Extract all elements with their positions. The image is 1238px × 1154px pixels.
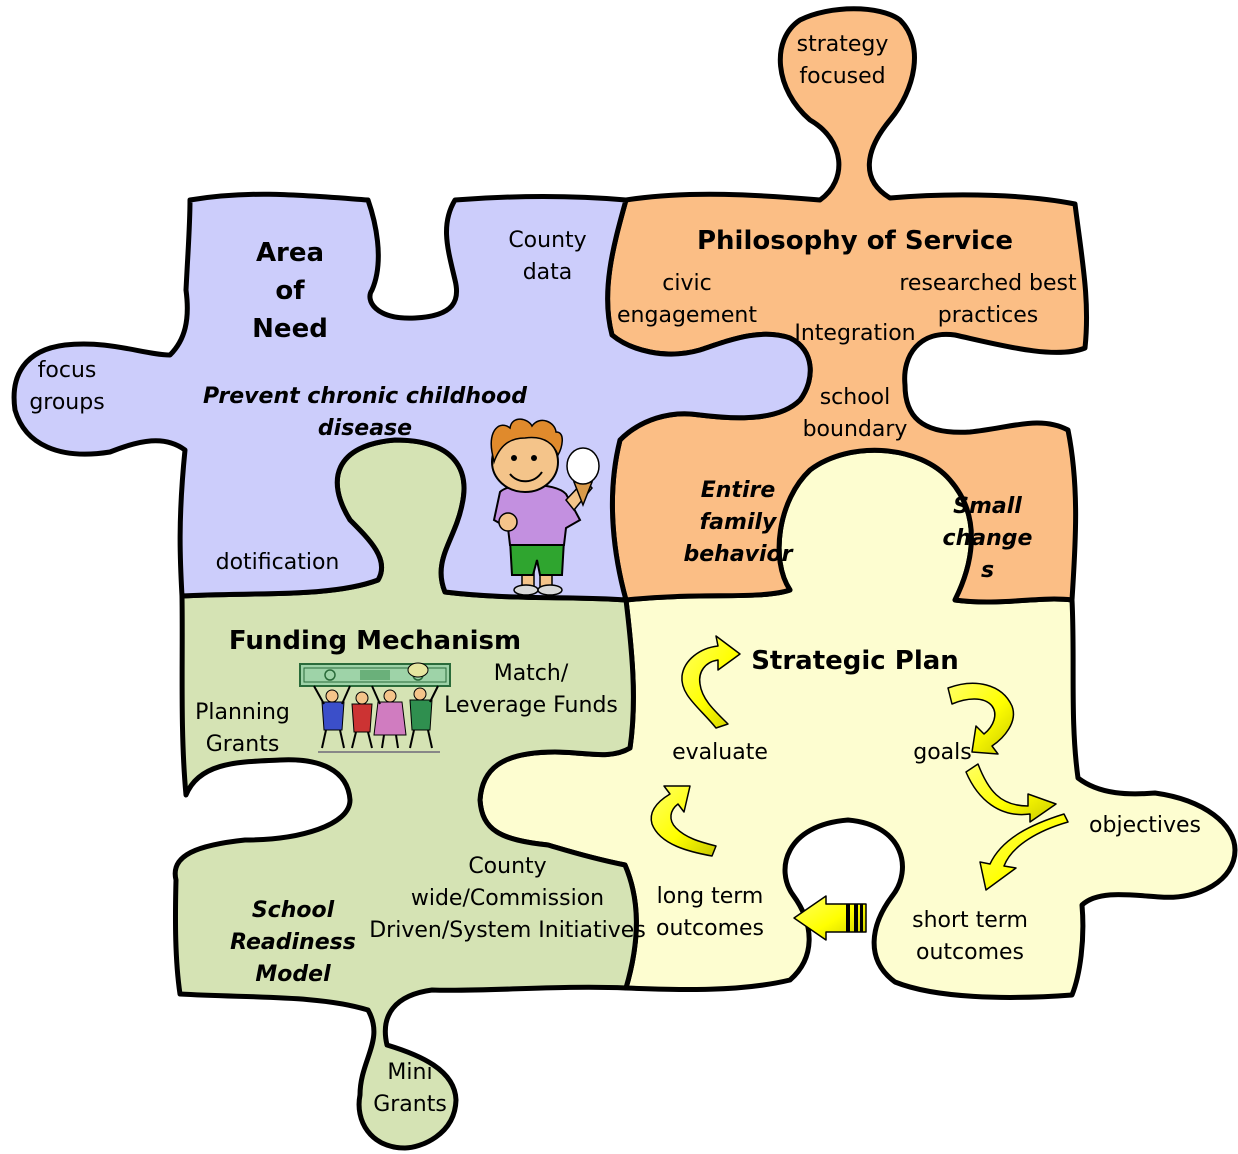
prevent-disease-label: Prevent chronic childhood disease	[202, 384, 528, 441]
goals-label: goals	[913, 740, 972, 765]
curved-arrow-icon	[979, 813, 1069, 891]
curved-arrow-icon	[650, 785, 717, 857]
area-of-need-piece	[11, 191, 813, 603]
focus-groups-label: focus groups	[29, 358, 105, 415]
short-term-outcomes-label: short term outcomes	[912, 908, 1028, 965]
evaluate-label: evaluate	[672, 740, 768, 765]
objectives-label: objectives	[1089, 813, 1201, 838]
curved-arrow-icon	[965, 763, 1057, 823]
match-leverage-label: Match/ Leverage Funds	[444, 661, 618, 718]
curved-arrow-icon	[947, 682, 1015, 755]
entire-family-label: Entire family behavior	[683, 478, 793, 567]
mini-grants-label: Mini Grants	[373, 1060, 447, 1117]
long-term-outcomes-label: long term outcomes	[655, 884, 764, 941]
integration-label: Integration	[794, 321, 916, 346]
dotification-label: dotification	[215, 550, 340, 575]
strategy-focused-label: strategy focused	[796, 32, 889, 89]
county-data-label: County data	[508, 228, 587, 285]
school-readiness-label: School Readiness Model	[230, 898, 356, 987]
curved-arrow-icon	[681, 635, 741, 729]
school-boundary-label: school boundary	[802, 385, 908, 442]
civic-engagement-label: civic engagement	[617, 271, 757, 328]
area-of-need-title: Area of Need	[252, 238, 328, 344]
small-changes-label: Small change s	[942, 494, 1033, 583]
strategic-plan-title: Strategic Plan	[751, 646, 959, 676]
funding-title: Funding Mechanism	[228, 626, 522, 656]
boy-with-ice-cream-icon	[490, 418, 600, 596]
philosophy-title: Philosophy of Service	[696, 226, 1014, 256]
researched-practices-label: researched best practices	[899, 271, 1077, 328]
planning-grants-label: Planning Grants	[195, 700, 290, 757]
people-holding-money-icon	[299, 662, 451, 753]
county-wide-label: County wide/Commission Driven/System Ini…	[369, 854, 646, 943]
